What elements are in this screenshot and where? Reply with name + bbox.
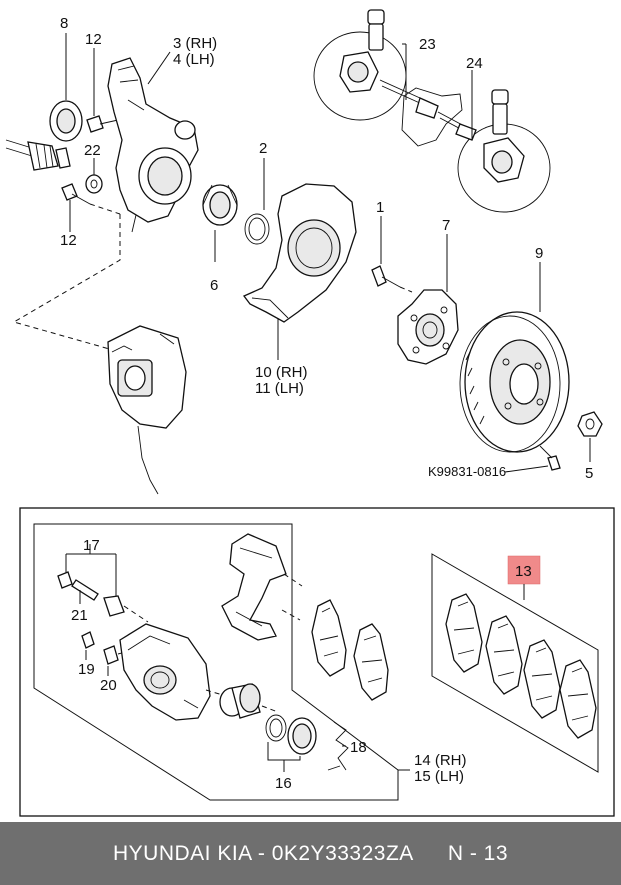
- caliper-piston: [219, 683, 279, 719]
- callout-14-rh: 14 (RH): [414, 752, 467, 769]
- caliper-kit-boundary: [33, 523, 399, 801]
- caliper-body: [119, 623, 227, 721]
- caliper-kit-pads: [311, 599, 389, 701]
- bolt-12-top: [86, 115, 119, 133]
- disc-screw: [539, 445, 561, 471]
- callout-13: 13: [515, 563, 532, 580]
- callout-7: 7: [442, 217, 450, 234]
- washer-22: [85, 174, 103, 194]
- callout-22: 22: [84, 142, 101, 159]
- wheel-bearing: [202, 184, 238, 226]
- callout-5: 5: [585, 465, 593, 482]
- highlight-13: [507, 555, 541, 585]
- guide-pin-kit: [57, 544, 149, 623]
- caliper-bracket: [221, 533, 303, 641]
- callout-2: 2: [259, 140, 267, 157]
- oil-seal: [49, 100, 83, 142]
- brake-disc: [459, 311, 570, 453]
- callout-17: 17: [83, 537, 100, 554]
- piston-seal: [265, 714, 287, 742]
- footer-bar: HYUNDAI KIA - 0K2Y33323ZA N - 13: [0, 822, 621, 885]
- callout-3-rh: 3 (RH): [173, 35, 217, 52]
- brake-assembly-diagram: 8 12 22 12 3 (RH) 4 (LH) 2 6 10 (RH) 11 …: [5, 9, 615, 817]
- callout-6: 6: [210, 277, 218, 294]
- callout-1: 1: [376, 199, 384, 216]
- abs-sensor-inset: [313, 9, 551, 213]
- callout-12-bottom: 12: [60, 232, 77, 249]
- callout-11-lh: 11 (LH): [255, 380, 304, 397]
- diagram-code: K99831-0816: [428, 464, 506, 479]
- callout-15-lh: 15 (LH): [414, 768, 464, 785]
- dust-boot: [287, 717, 317, 755]
- footer-part-text: HYUNDAI KIA - 0K2Y33323ZA: [113, 841, 414, 865]
- callout-20: 20: [100, 677, 117, 694]
- bleed-screw: [81, 631, 95, 660]
- callout-18: 18: [350, 739, 367, 756]
- callout-16: 16: [275, 775, 292, 792]
- callout-4-lh: 4 (LH): [173, 51, 215, 68]
- footer-page-text: N - 13: [447, 841, 508, 865]
- dust-cover: [242, 183, 357, 323]
- callout-21: 21: [71, 607, 88, 624]
- pad-kit-boundary: [431, 553, 599, 773]
- hub-bolt: [371, 265, 413, 293]
- caliper-detail-frame: [19, 507, 615, 817]
- drive-shaft: [5, 139, 71, 171]
- snap-ring: [244, 213, 270, 245]
- callout-8: 8: [60, 15, 68, 32]
- callout-19: 19: [78, 661, 95, 678]
- anti-rattle-spring: [327, 721, 349, 771]
- caliper-assembly-top: [107, 325, 187, 495]
- pad-kit-pads: [445, 593, 597, 739]
- callout-12-top: 12: [85, 31, 102, 48]
- wheel-hub: [397, 289, 459, 365]
- callout-23: 23: [419, 36, 436, 53]
- callout-9: 9: [535, 245, 543, 262]
- hub-nut: [577, 411, 603, 437]
- callout-10-rh: 10 (RH): [255, 364, 308, 381]
- bolt-12-bottom: [61, 183, 121, 215]
- steering-knuckle: [107, 57, 199, 233]
- callout-24: 24: [466, 55, 483, 72]
